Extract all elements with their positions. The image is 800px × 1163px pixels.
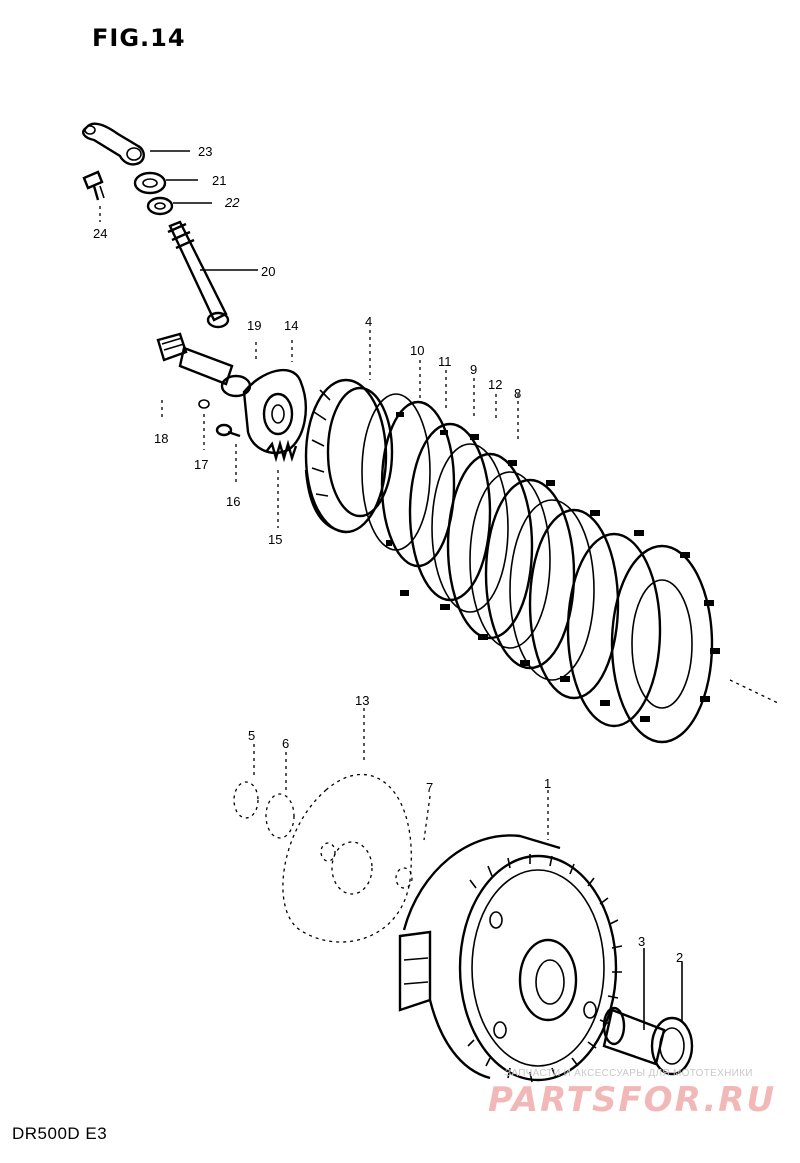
- part-7-spacer: [423, 795, 431, 841]
- part-12-driven-plates: [431, 394, 595, 681]
- part-1-clutch-housing: [398, 790, 623, 1083]
- callout-9: 9: [470, 362, 477, 377]
- callout-24: 24: [93, 226, 107, 241]
- callout-8: 8: [514, 386, 521, 401]
- callout-23: 23: [198, 144, 212, 159]
- part-21-oil-seal: [133, 171, 198, 195]
- model-label: DR500D E3: [12, 1124, 108, 1143]
- part-14-pressure-plate: [242, 340, 307, 455]
- callout-2: 2: [676, 950, 683, 965]
- callout-10: 10: [410, 343, 424, 358]
- callout-4: 4: [365, 314, 372, 329]
- callout-6: 6: [282, 736, 289, 751]
- callout-22: 22: [224, 195, 240, 210]
- part-18-push-rod: [156, 332, 234, 418]
- callout-17: 17: [194, 457, 208, 472]
- part-22-washer: [146, 196, 212, 216]
- part-16-bolt: [215, 423, 241, 484]
- figure-title: FIG.14: [92, 24, 186, 52]
- plate-tabs: [386, 412, 720, 722]
- callout-13: 13: [355, 693, 369, 708]
- callout-7: 7: [426, 780, 433, 795]
- callout-11: 11: [438, 354, 452, 369]
- part-19-bearing: [220, 342, 257, 398]
- part-13-thrust-plate: [282, 708, 413, 943]
- callout-20: 20: [261, 264, 275, 279]
- part-15-spring: [265, 439, 298, 528]
- part-24-bolt: [82, 170, 105, 222]
- callout-12: 12: [488, 377, 502, 392]
- callout-15: 15: [268, 532, 282, 547]
- part-5-nut: [233, 744, 259, 819]
- part-3-spacer: [602, 948, 666, 1066]
- part-20-release-shaft: [167, 220, 258, 329]
- part-9-drive-plates: [408, 378, 576, 670]
- watermark-tagline: ЗАПЧАСТИ И АКСЕССУАРЫ ДЛЯ МОТОТЕХНИКИ: [505, 1068, 753, 1079]
- callout-5: 5: [248, 728, 255, 743]
- watermark-logo: PARTSFOR.RU: [488, 1080, 777, 1120]
- part-23-release-arm: [82, 122, 190, 166]
- callout-18: 18: [154, 431, 168, 446]
- callout-1: 1: [544, 776, 551, 791]
- callout-21: 21: [212, 173, 226, 188]
- callout-14: 14: [284, 318, 298, 333]
- callout-labels: 1 2 3 4 5 6 7 8 9 10 11 12 13 14 15 16 1…: [93, 144, 683, 965]
- part-6-lock-washer: [265, 752, 295, 839]
- part-2-thrust-washer: [650, 962, 694, 1076]
- callout-3: 3: [638, 934, 645, 949]
- callout-16: 16: [226, 494, 240, 509]
- part-4-sleeve-hub: [304, 330, 394, 534]
- part-8-drive-plate-outer: [517, 394, 781, 744]
- callout-19: 19: [247, 318, 261, 333]
- part-17-pin: [198, 399, 210, 450]
